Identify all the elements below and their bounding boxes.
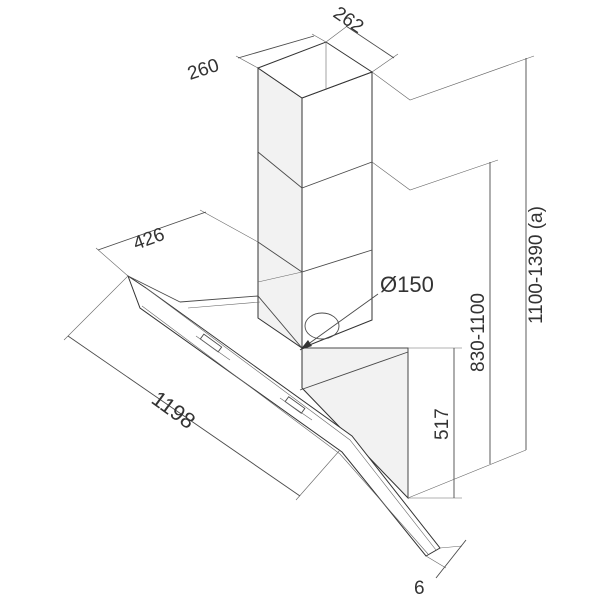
- dim-hood-depth: 426: [95, 209, 259, 277]
- chimney-left-face: [257, 67, 303, 349]
- dim-glass-length-label: 1198: [147, 386, 200, 434]
- ext-line: [439, 545, 463, 549]
- dim-line: [237, 35, 315, 59]
- ext-line: [95, 247, 129, 277]
- control-line-right: [279, 397, 313, 421]
- dim-line: [435, 539, 467, 579]
- ext-line: [371, 53, 399, 73]
- chimney-inner-edge: [257, 271, 303, 283]
- glass-panel: [126, 274, 441, 557]
- dim-chimney-range-label: 830-1100: [468, 293, 489, 372]
- ext-line: [235, 55, 259, 69]
- glass-top-join: [127, 275, 181, 303]
- control-line-left: [195, 335, 231, 361]
- canopy-top-plate: [179, 295, 408, 349]
- duct-outlet: [304, 312, 340, 340]
- dim-canopy-height: 517: [408, 347, 462, 499]
- dim-glass-thickness: 6: [414, 539, 467, 599]
- glass-inner-edge-bottom: [141, 305, 429, 555]
- ext-line: [371, 55, 535, 101]
- dim-glass-thickness-label: 6: [414, 578, 425, 599]
- chimney: [256, 41, 374, 349]
- leader-line: [299, 293, 379, 351]
- ext-line: [295, 449, 341, 501]
- canopy-top-plate-inner: [187, 301, 261, 309]
- ext-line: [311, 33, 327, 43]
- dim-total-height: 1100-1390 (a): [371, 55, 547, 499]
- dim-total-height-label: 1100-1390 (a): [526, 206, 547, 324]
- canopy-shelf: [299, 351, 409, 391]
- dim-line: [97, 211, 207, 251]
- dim-canopy-height-label: 517: [432, 408, 453, 440]
- dim-duct-diameter-label: Ø150: [380, 272, 434, 297]
- chimney-joint-upper: [257, 151, 373, 189]
- glass-inner-edge-top: [145, 287, 437, 551]
- dim-chimney-width-label: 262: [329, 3, 367, 38]
- ext-line: [407, 449, 527, 499]
- dim-line: [345, 25, 395, 59]
- ext-line: [199, 209, 259, 243]
- ext-line: [371, 159, 499, 191]
- dim-hood-depth-label: 426: [131, 224, 168, 255]
- hood-canopy: [126, 274, 441, 557]
- dim-chimney-range: 830-1100: [371, 159, 499, 464]
- ext-line: [63, 275, 129, 341]
- dim-line: [67, 335, 301, 497]
- leader-arrow: [300, 340, 312, 350]
- ext-line: [325, 23, 351, 43]
- ext-line: [425, 555, 447, 569]
- dim-duct-diameter: Ø150: [299, 272, 434, 351]
- chimney-right-face: [301, 71, 373, 349]
- dim-chimney-depth-label: 260: [185, 55, 222, 85]
